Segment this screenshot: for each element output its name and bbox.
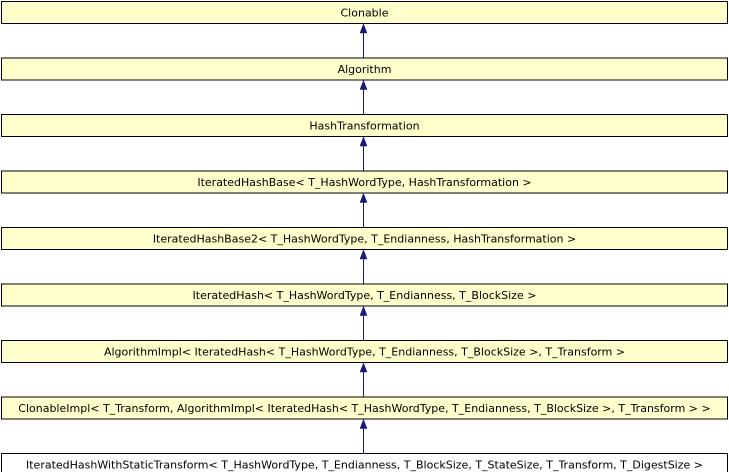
- class-box[interactable]: [1, 114, 728, 137]
- class-node[interactable]: AlgorithmImpl< IteratedHash< T_HashWordT…: [1, 340, 728, 363]
- class-label: Algorithm: [338, 63, 392, 76]
- class-label: IteratedHashBase< T_HashWordType, HashTr…: [197, 176, 531, 189]
- class-node[interactable]: IteratedHashBase< T_HashWordType, HashTr…: [1, 170, 728, 194]
- inheritance-arrowhead: [359, 418, 368, 429]
- inheritance-arrowhead: [359, 79, 368, 90]
- class-node[interactable]: IteratedHash< T_HashWordType, T_Endianne…: [1, 283, 728, 307]
- class-label: Clonable: [341, 7, 389, 20]
- inheritance-arrowhead: [359, 249, 368, 260]
- class-node[interactable]: IteratedHashBase2< T_HashWordType, T_End…: [1, 227, 728, 250]
- class-label: HashTransformation: [309, 120, 419, 133]
- class-box[interactable]: [1, 57, 728, 81]
- class-node[interactable]: Algorithm: [1, 57, 728, 81]
- class-box[interactable]: [1, 453, 728, 472]
- class-box[interactable]: [1, 170, 728, 194]
- inheritance-arrowhead: [359, 362, 368, 373]
- class-label: IteratedHashWithStaticTransform< T_HashW…: [26, 459, 703, 472]
- edges-layer: [359, 23, 368, 453]
- inheritance-arrowhead: [359, 305, 368, 316]
- class-node[interactable]: IteratedHashWithStaticTransform< T_HashW…: [1, 453, 728, 472]
- class-label: IteratedHash< T_HashWordType, T_Endianne…: [193, 289, 537, 302]
- class-node[interactable]: HashTransformation: [1, 114, 728, 137]
- class-box[interactable]: [1, 227, 728, 250]
- class-node[interactable]: Clonable: [1, 1, 728, 24]
- class-node[interactable]: ClonableImpl< T_Transform, AlgorithmImpl…: [1, 396, 728, 420]
- inheritance-arrowhead: [359, 136, 368, 147]
- inheritance-arrowhead: [359, 192, 368, 203]
- class-box[interactable]: [1, 1, 728, 24]
- inheritance-arrowhead: [359, 23, 368, 34]
- class-label: IteratedHashBase2< T_HashWordType, T_End…: [153, 233, 576, 246]
- class-label: ClonableImpl< T_Transform, AlgorithmImpl…: [18, 402, 710, 415]
- class-box[interactable]: [1, 340, 728, 363]
- class-box[interactable]: [1, 396, 728, 420]
- class-label: AlgorithmImpl< IteratedHash< T_HashWordT…: [104, 346, 625, 359]
- class-box[interactable]: [1, 283, 728, 307]
